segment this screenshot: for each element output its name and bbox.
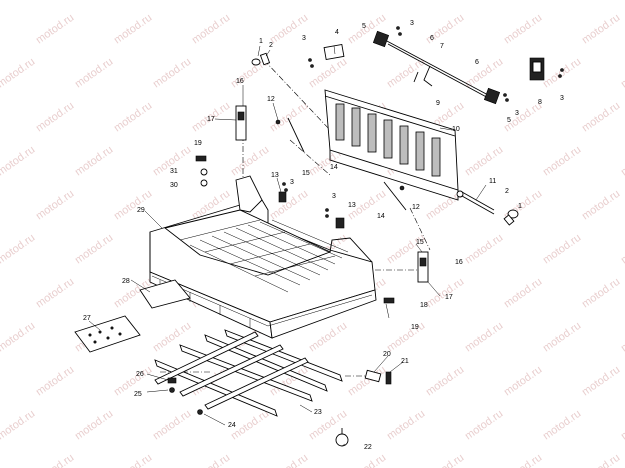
- callout-14: 14: [377, 213, 385, 220]
- callout-29: 29: [137, 207, 145, 214]
- callout-17: 17: [207, 116, 215, 123]
- callout-21: 21: [401, 358, 409, 365]
- callout-12: 12: [267, 96, 275, 103]
- callout-25: 25: [134, 391, 142, 398]
- bracket-right: [335, 217, 345, 229]
- callout-3: 3: [302, 35, 306, 42]
- callout-30: 30: [170, 182, 178, 189]
- tailgate: [324, 89, 459, 201]
- callout-1: 1: [518, 203, 522, 210]
- callout-26: 26: [136, 371, 144, 378]
- side-brackets: [235, 105, 429, 283]
- callout-22: 22: [364, 444, 372, 451]
- callout-3: 3: [560, 95, 564, 102]
- callout-6: 6: [430, 35, 434, 42]
- callout-9: 9: [436, 100, 440, 107]
- callout-23: 23: [314, 409, 322, 416]
- callout-5: 5: [362, 23, 366, 30]
- skid-plate: [74, 315, 141, 353]
- callout-17: 17: [445, 294, 453, 301]
- callout-20: 20: [383, 351, 391, 358]
- decal: [323, 44, 345, 60]
- hinge-rod: [456, 190, 495, 215]
- callout-11: 11: [489, 178, 496, 185]
- callout-3: 3: [332, 193, 336, 200]
- callout-15: 15: [302, 170, 310, 177]
- floor-mat: [139, 279, 191, 309]
- callout-7: 7: [440, 43, 444, 50]
- callout-5: 5: [507, 117, 511, 124]
- callout-6: 6: [475, 59, 479, 66]
- callout-3: 3: [410, 20, 414, 27]
- bottom-hardware: [167, 369, 392, 447]
- callout-27: 27: [83, 315, 91, 322]
- callout-3: 3: [515, 110, 519, 117]
- callout-28: 28: [122, 278, 130, 285]
- callout-10: 10: [452, 126, 460, 133]
- leader-lines: [88, 45, 487, 447]
- frame-rails: [154, 329, 343, 417]
- callout-16: 16: [455, 259, 463, 266]
- hardware: [195, 26, 564, 304]
- tailgate-latch-assembly: [372, 30, 501, 105]
- callout-labels: 1 1 2 2 3 3 3 3 3 3 4 5 5 6 6 7 8 9 10 1…: [83, 20, 564, 451]
- callout-2: 2: [269, 42, 273, 49]
- callout-3: 3: [290, 179, 294, 186]
- callout-18: 18: [420, 302, 428, 309]
- callout-31: 31: [170, 168, 178, 175]
- support-cables: [287, 117, 407, 211]
- callout-19: 19: [411, 324, 419, 331]
- callout-19: 19: [194, 140, 202, 147]
- callout-15: 15: [416, 239, 424, 246]
- callout-16: 16: [236, 78, 244, 85]
- latch-plate: [529, 57, 545, 81]
- cargo-box: [149, 175, 377, 339]
- bracket-left: [278, 191, 287, 203]
- callout-13: 13: [271, 172, 279, 179]
- callout-14: 14: [330, 164, 338, 171]
- callout-24: 24: [228, 422, 236, 429]
- callout-12: 12: [412, 204, 420, 211]
- callout-8: 8: [538, 99, 542, 106]
- callout-13: 13: [348, 202, 356, 209]
- callout-4: 4: [335, 29, 339, 36]
- callout-2: 2: [505, 188, 509, 195]
- callout-1: 1: [259, 38, 263, 45]
